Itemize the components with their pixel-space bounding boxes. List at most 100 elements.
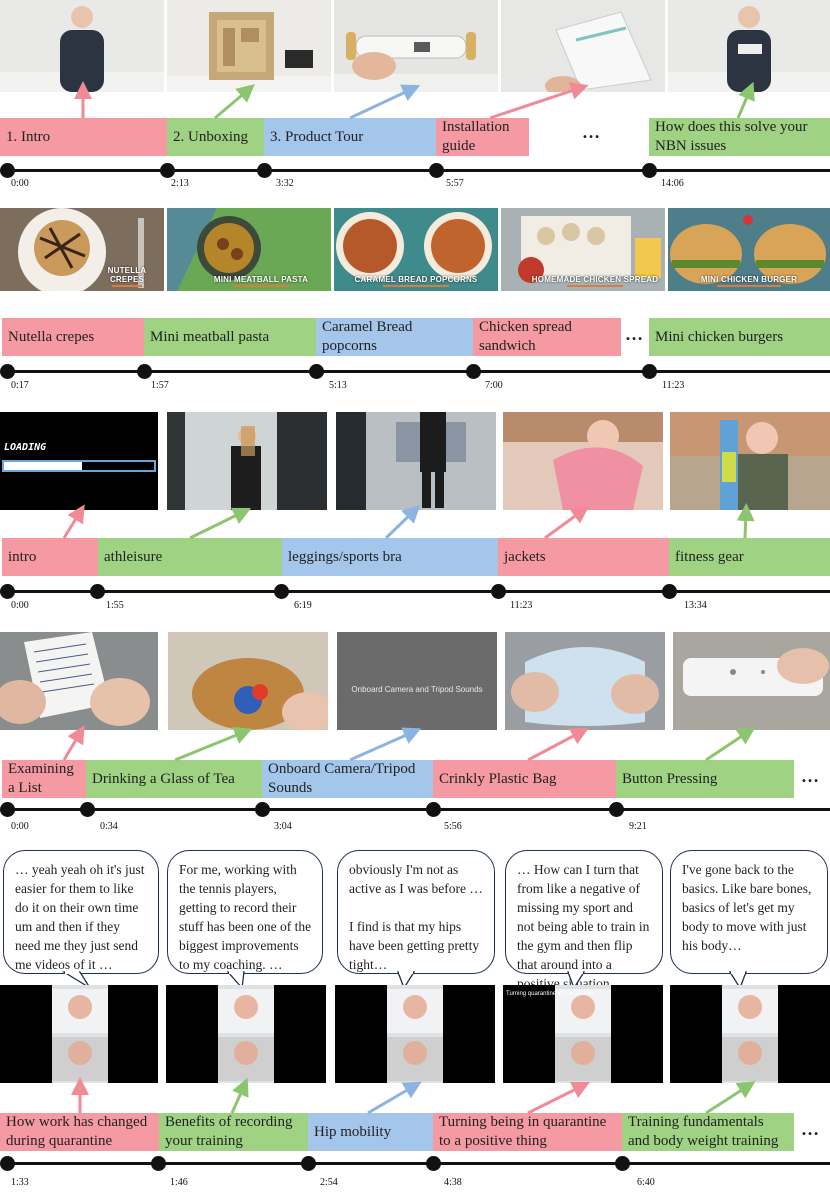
arrow	[489, 82, 589, 120]
segment-text: Caramel Bread popcorns	[322, 319, 413, 354]
quote-text: I've gone back to the basics. Like bare …	[682, 862, 812, 953]
arrow	[349, 84, 421, 120]
segment-text: Chicken spread sandwich	[479, 319, 572, 354]
segment-text: 1. Intro	[6, 128, 51, 145]
segment-text: Benefits of recording your training	[165, 1114, 293, 1149]
timeline-marker	[151, 1156, 166, 1171]
timestamp: 14:06	[661, 178, 684, 189]
timeline-marker	[137, 364, 152, 379]
timeline-marker	[301, 1156, 316, 1171]
segment-label: Hip mobility	[308, 1113, 433, 1151]
timeline-axis	[6, 169, 830, 172]
timeline-marker	[309, 364, 324, 379]
segment-text: Examining a List	[8, 761, 74, 796]
timeline-marker	[160, 163, 175, 178]
arrow	[384, 504, 421, 540]
ellipsis: …	[625, 324, 644, 344]
timeline-axis	[6, 590, 830, 593]
segment-label: How does this solve your NBN issues	[649, 118, 830, 156]
timestamp: 5:56	[444, 821, 462, 832]
segment-label: jackets	[498, 538, 669, 576]
timestamp: 3:04	[274, 821, 292, 832]
arrow	[189, 507, 252, 540]
thumbnail-mini-meatball-pasta: MINI MEATBALL PASTA	[167, 208, 331, 291]
loading-bar-fill	[4, 462, 82, 470]
speech-bubble: For me, working with the tennis players,…	[167, 850, 323, 974]
arrow	[736, 503, 755, 539]
timeline-marker	[642, 163, 657, 178]
segment-text: Turning being in quarantine to a positiv…	[439, 1114, 607, 1149]
thumbnail-mini-chicken-burger: MINI CHICKEN BURGER	[668, 208, 830, 291]
thumbnail-caption: Onboard Camera and Tripod Sounds	[351, 685, 483, 694]
loading-caption: LOADING	[4, 442, 47, 453]
segment-text: How work has changed during quarantine	[6, 1114, 148, 1149]
timeline-marker	[426, 802, 441, 817]
timestamp: 5:13	[329, 380, 347, 391]
segment-label: fitness gear	[669, 538, 830, 576]
segment-text: intro	[8, 548, 37, 565]
timeline-marker	[274, 584, 289, 599]
timeline-axis	[6, 370, 830, 373]
timestamp: 9:21	[629, 821, 647, 832]
segment-text: Hip mobility	[314, 1123, 392, 1140]
timeline-marker	[609, 802, 624, 817]
timestamp: 13:34	[684, 600, 707, 611]
timestamp: 1:57	[151, 380, 169, 391]
timeline-marker	[426, 1156, 441, 1171]
thumbnail-loading-screen: LOADING	[0, 412, 158, 510]
segment-label: Caramel Bread popcorns	[316, 318, 473, 356]
thumbnail-video-call	[166, 985, 326, 1083]
ellipsis: …	[582, 122, 601, 142]
segment-label: 3. Product Tour	[264, 118, 436, 156]
timestamp: 0:34	[100, 821, 118, 832]
timeline-marker	[80, 802, 95, 817]
thumbnail-leggings	[336, 412, 496, 510]
thumbnail-intro-presenter	[0, 0, 164, 92]
arrow	[736, 81, 755, 119]
timestamp: 4:38	[444, 1177, 462, 1188]
timestamp: 6:40	[637, 1177, 655, 1188]
timeline-marker	[90, 584, 105, 599]
thumbnail-video-call: Turning quarantine into a positive	[503, 985, 663, 1083]
caption-text: MINI MEATBALL PASTA	[213, 275, 309, 284]
arrow	[230, 1077, 249, 1114]
segment-label: Onboard Camera/Tripod Sounds	[262, 760, 433, 798]
arrow	[174, 727, 253, 762]
thumbnail-video-call	[670, 985, 830, 1083]
timeline-marker	[0, 1156, 15, 1171]
caption-text: CARAMEL BREAD POPCORNS	[354, 275, 478, 284]
thumbnail-homemade-chicken-spread: HOMEMADE CHICKEN SPREAD	[501, 208, 665, 291]
loading-bar	[2, 460, 156, 472]
thumbnail-installation-guide	[501, 0, 665, 92]
timeline-marker	[255, 802, 270, 817]
caption-text: HOMEMADE CHICKEN SPREAD	[531, 275, 659, 284]
segment-text: athleisure	[104, 548, 163, 565]
timestamp: 7:00	[485, 380, 503, 391]
segment-text: Installation guide	[442, 119, 510, 154]
segment-label: Mini chicken burgers	[649, 318, 830, 356]
ellipsis: …	[801, 1119, 820, 1139]
timeline-marker	[0, 163, 15, 178]
segment-text: Nutella crepes	[8, 328, 95, 345]
segment-label: Crinkly Plastic Bag	[433, 760, 616, 798]
speech-bubble: I've gone back to the basics. Like bare …	[670, 850, 828, 974]
thumbnail-crinkly-plastic-bag	[505, 632, 665, 730]
thumbnail-caption: NUTELLA CREPES	[90, 266, 164, 287]
caption-text: NUTELLA CREPES	[107, 266, 147, 284]
segment-text: Mini chicken burgers	[655, 328, 784, 345]
timestamp: 0:17	[11, 380, 29, 391]
arrow	[544, 505, 590, 540]
segment-label: intro	[2, 538, 98, 576]
segment-text: 3. Product Tour	[270, 128, 364, 145]
thumbnail-nutella-crepes: NUTELLA CREPES	[0, 208, 164, 291]
timestamp: 0:00	[11, 600, 29, 611]
thumbnail-caption: MINI MEATBALL PASTA	[191, 275, 331, 287]
timeline-marker	[0, 364, 15, 379]
timestamp: 5:57	[446, 178, 464, 189]
segment-text: 2. Unboxing	[173, 128, 248, 145]
segment-label: athleisure	[98, 538, 282, 576]
timestamp: 0:00	[11, 821, 29, 832]
thumbnail-product-router	[334, 0, 498, 92]
ellipsis: …	[801, 766, 820, 786]
